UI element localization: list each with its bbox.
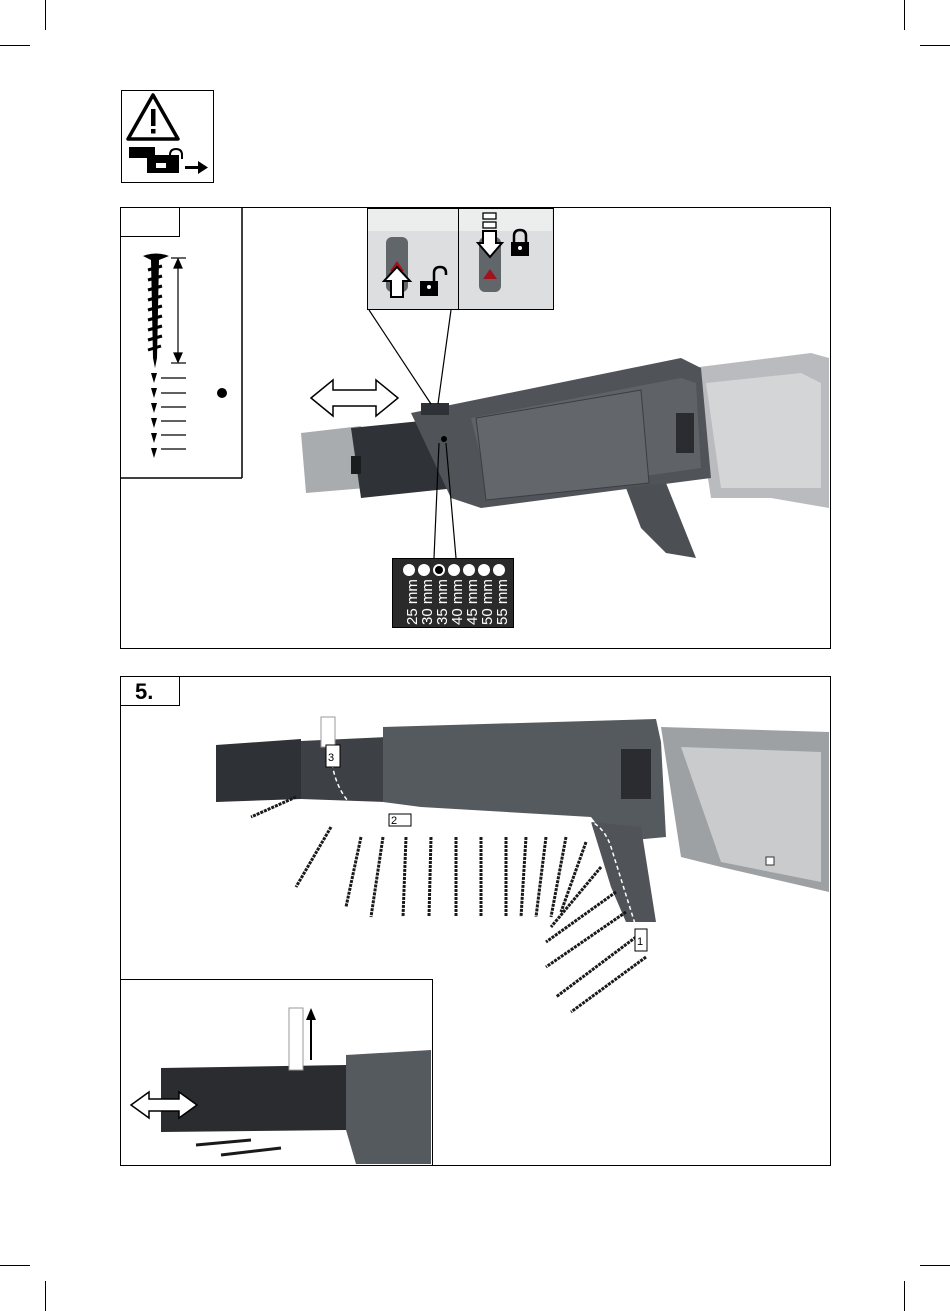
crop-mark-tl-h — [0, 45, 30, 46]
depth-option-label: 55 mm — [493, 579, 513, 625]
lock-inset-unlocked — [367, 208, 459, 310]
path-marker-3: 3 — [326, 745, 340, 767]
depth-dot — [478, 564, 490, 576]
depth-dot-selected — [433, 564, 445, 576]
panel-step-5: 5. 1 2 — [120, 676, 831, 1166]
warning-graphic — [122, 91, 212, 181]
screw — [536, 837, 546, 917]
lock-inset-graphic — [459, 209, 552, 309]
crop-mark-bl-h — [0, 1265, 30, 1266]
crop-mark-tl-v — [45, 0, 46, 30]
crop-mark-bl-v — [45, 1281, 46, 1311]
nose-piece — [216, 717, 386, 802]
svg-text:1: 1 — [637, 936, 643, 948]
selected-length-dot — [217, 388, 227, 398]
screw — [346, 837, 361, 907]
screw-icon — [143, 254, 169, 459]
screw — [403, 837, 406, 917]
screw — [571, 957, 646, 1012]
screw-length-dimension — [161, 258, 186, 449]
depth-dot — [463, 564, 475, 576]
warning-triangle-icon — [128, 95, 178, 139]
unlock-icon — [420, 267, 446, 296]
depth-dot — [403, 564, 415, 576]
arrow-right-icon — [185, 161, 208, 174]
motor-housing — [661, 727, 829, 892]
depth-dot — [448, 564, 460, 576]
screw — [556, 937, 636, 997]
inset-graphic — [121, 980, 431, 1164]
depth-dot — [493, 564, 505, 576]
slide-double-arrow-icon — [311, 380, 398, 416]
screw — [521, 837, 526, 917]
unlock-inset-graphic — [368, 209, 458, 309]
svg-text:2: 2 — [391, 815, 397, 827]
crop-mark-tr-h — [920, 45, 950, 46]
lock-icon — [511, 230, 529, 256]
screw-length-box — [121, 208, 242, 478]
screw — [546, 892, 616, 942]
depth-dot — [418, 564, 430, 576]
screw — [371, 837, 383, 917]
screw — [429, 837, 431, 917]
screw — [296, 827, 331, 887]
depth-scale-dots — [403, 564, 507, 576]
path-marker-1: 1 — [635, 929, 647, 951]
crop-mark-tr-v — [904, 0, 905, 30]
crop-mark-br-h — [920, 1265, 950, 1266]
crop-mark-br-v — [904, 1281, 905, 1311]
arrow-up-icon — [306, 1008, 316, 1060]
battery-remove-icon — [129, 147, 182, 173]
warning-box — [121, 90, 214, 183]
inset-remove-strip — [121, 979, 433, 1165]
lock-inset-locked — [459, 208, 554, 310]
svg-text:3: 3 — [328, 752, 334, 764]
path-marker-2: 2 — [389, 814, 411, 827]
screw — [551, 867, 601, 927]
attachment-body — [383, 719, 666, 922]
